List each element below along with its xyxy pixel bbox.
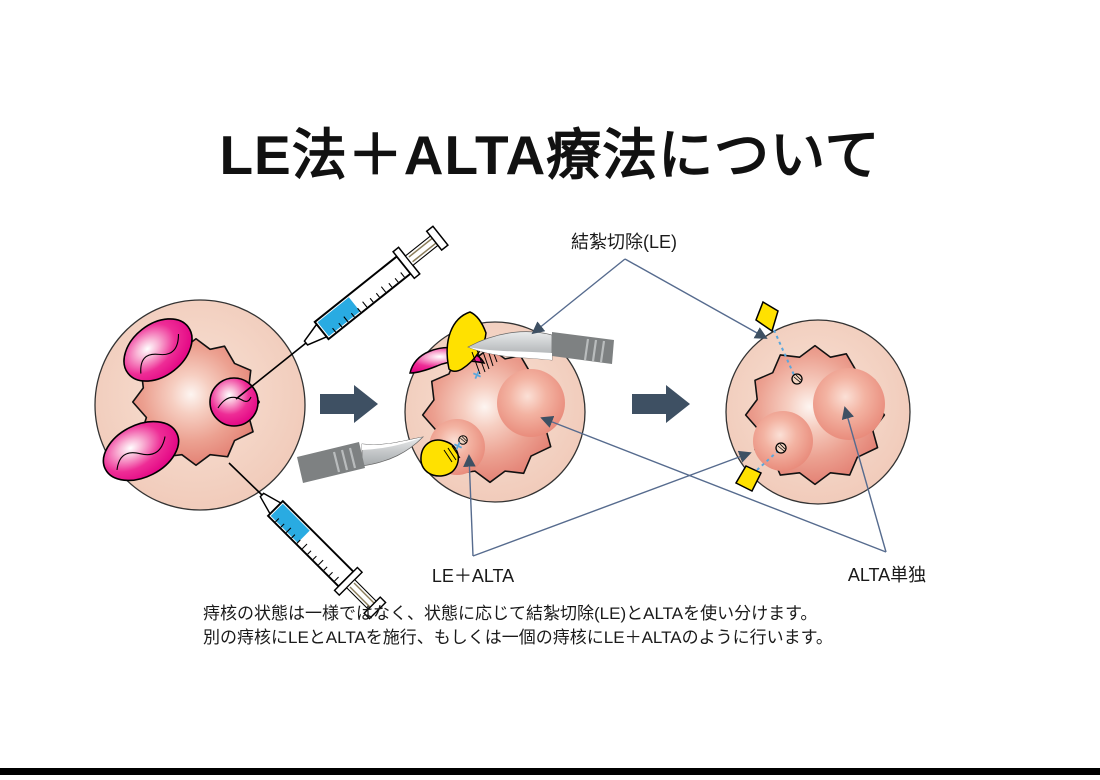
cut-hatch-lower (443, 445, 461, 463)
footer-bar (0, 768, 1100, 775)
caption-line-1: 痔核の状態は一様ではなく、状態に応じて結紮切除(LE)とALTAを使い分けます。 (203, 604, 818, 623)
suture-diamond-icon-lower (734, 465, 763, 493)
suture-thread-lower (756, 450, 779, 471)
suture-diamond-icon-upper (755, 300, 779, 333)
ligature-knot-lower-3 (775, 442, 787, 454)
ligature-knot-upper-3 (791, 373, 803, 385)
scalpel-icon-lower (297, 436, 425, 483)
page-title: LE法＋ALTA療法について (219, 124, 881, 186)
stage3-diagram (725, 300, 911, 505)
syringe-icon-upper (235, 221, 453, 400)
clamp-icon-upper (446, 311, 487, 372)
leader-line-ligation-to-stage3 (624, 258, 768, 339)
clamp-icon-lower (420, 439, 459, 477)
treated-hemorrhoid-left-3 (753, 411, 813, 471)
leader-line-ligation-to-stage2 (531, 258, 626, 335)
leader-line-lealta-to-stage2 (463, 454, 476, 557)
caption-line-2: 別の痔核にLEとALTAを施行、もしくは一個の痔核にLE＋ALTAのように行いま… (203, 628, 833, 647)
leader-line-lealta-to-stage3 (472, 450, 752, 557)
leader-line-altaonly-to-stage2 (540, 416, 887, 553)
flow-arrow-icon-2 (632, 385, 690, 423)
leader-line-altaonly-to-stage3 (841, 406, 887, 553)
treated-hemorrhoid-right-3 (813, 368, 885, 440)
injected-hemorrhoid-right-2 (497, 369, 565, 437)
suture-mark-crosses (453, 370, 482, 451)
suture-thread-upper (773, 329, 795, 376)
le-alta-label: LE＋ALTA (431, 566, 515, 586)
stage1-diagram (94, 221, 453, 623)
stage2-diagram (297, 311, 614, 503)
ligation-label: 結紮切除(LE) (570, 232, 678, 252)
hemorrhoid-right (209, 377, 259, 427)
flow-arrow-icon-1 (320, 385, 378, 423)
scalpel-icon-upper (467, 331, 614, 364)
syringe-icon-lower (228, 462, 390, 623)
leader-lines (463, 258, 887, 557)
hemorrhoid-bottom-left (102, 420, 180, 482)
alta-only-label: ALTA単独 (847, 565, 927, 585)
caption: 痔核の状態は一様ではなく、状態に応じて結紮切除(LE)とALTAを使い分けます。… (203, 602, 833, 650)
hemorrhoid-top-left (123, 318, 193, 382)
cut-hatch-upper (471, 345, 498, 375)
